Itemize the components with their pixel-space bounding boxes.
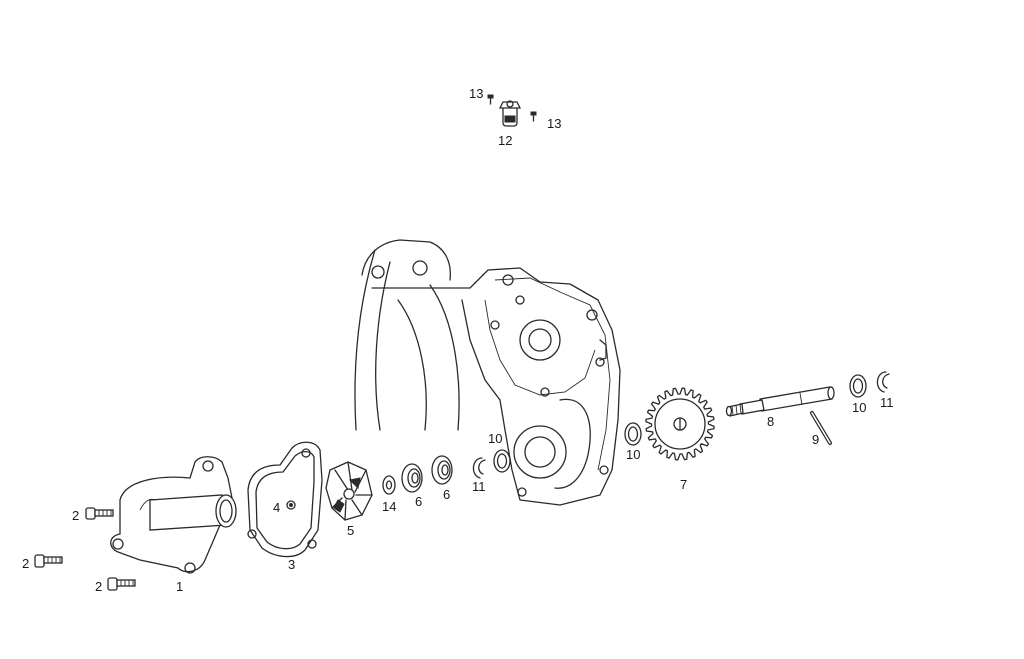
circlip-part-11-right [876,371,890,393]
callout-2-left: 2 [22,556,29,571]
washer-part-14 [382,475,396,495]
callout-13-right: 13 [547,116,561,131]
callout-1: 1 [176,579,183,594]
callout-10-middle: 10 [626,447,640,462]
plug-part-4 [286,500,296,510]
pin-part-9 [810,411,832,445]
callout-9: 9 [812,432,819,447]
callout-12: 12 [498,133,512,148]
callout-8: 8 [767,414,774,429]
callout-5: 5 [347,523,354,538]
callout-3: 3 [288,557,295,572]
shaft-part-8 [725,386,835,417]
callout-6-b: 6 [443,487,450,502]
circlip-part-11-left [472,457,486,479]
thermostat-part-12 [498,100,522,127]
callout-13-left: 13 [469,86,483,101]
bolt-part-2-bottom [107,577,136,591]
gear-part-7 [645,387,715,461]
callout-4: 4 [273,500,280,515]
callout-14: 14 [382,499,396,514]
crankcase-cover [354,239,621,506]
washer-part-10-middle [624,422,642,446]
callout-6-a: 6 [415,494,422,509]
callout-10-left: 10 [488,431,502,446]
washer-part-10-right [849,374,867,398]
callout-11-left: 11 [472,479,486,494]
bolt-part-2-top [85,507,114,520]
seal-part-6-b [431,455,453,485]
callout-labels: 13 13 12 2 2 2 1 3 4 5 14 6 6 11 10 10 7… [22,86,894,594]
screw-part-13-right [530,111,537,122]
callout-11-right: 11 [880,395,894,410]
gasket-part-3 [247,441,323,558]
impeller-part-5 [325,461,373,521]
pump-cover-part-1 [110,456,237,574]
callout-10-right: 10 [852,400,866,415]
washer-part-10-left [493,449,511,473]
callout-7: 7 [680,477,687,492]
callout-2-top: 2 [72,508,79,523]
seal-part-6-a [401,463,423,493]
bolt-part-2-left [34,554,63,568]
callout-2-bottom: 2 [95,579,102,594]
screw-part-13-left [487,94,494,105]
